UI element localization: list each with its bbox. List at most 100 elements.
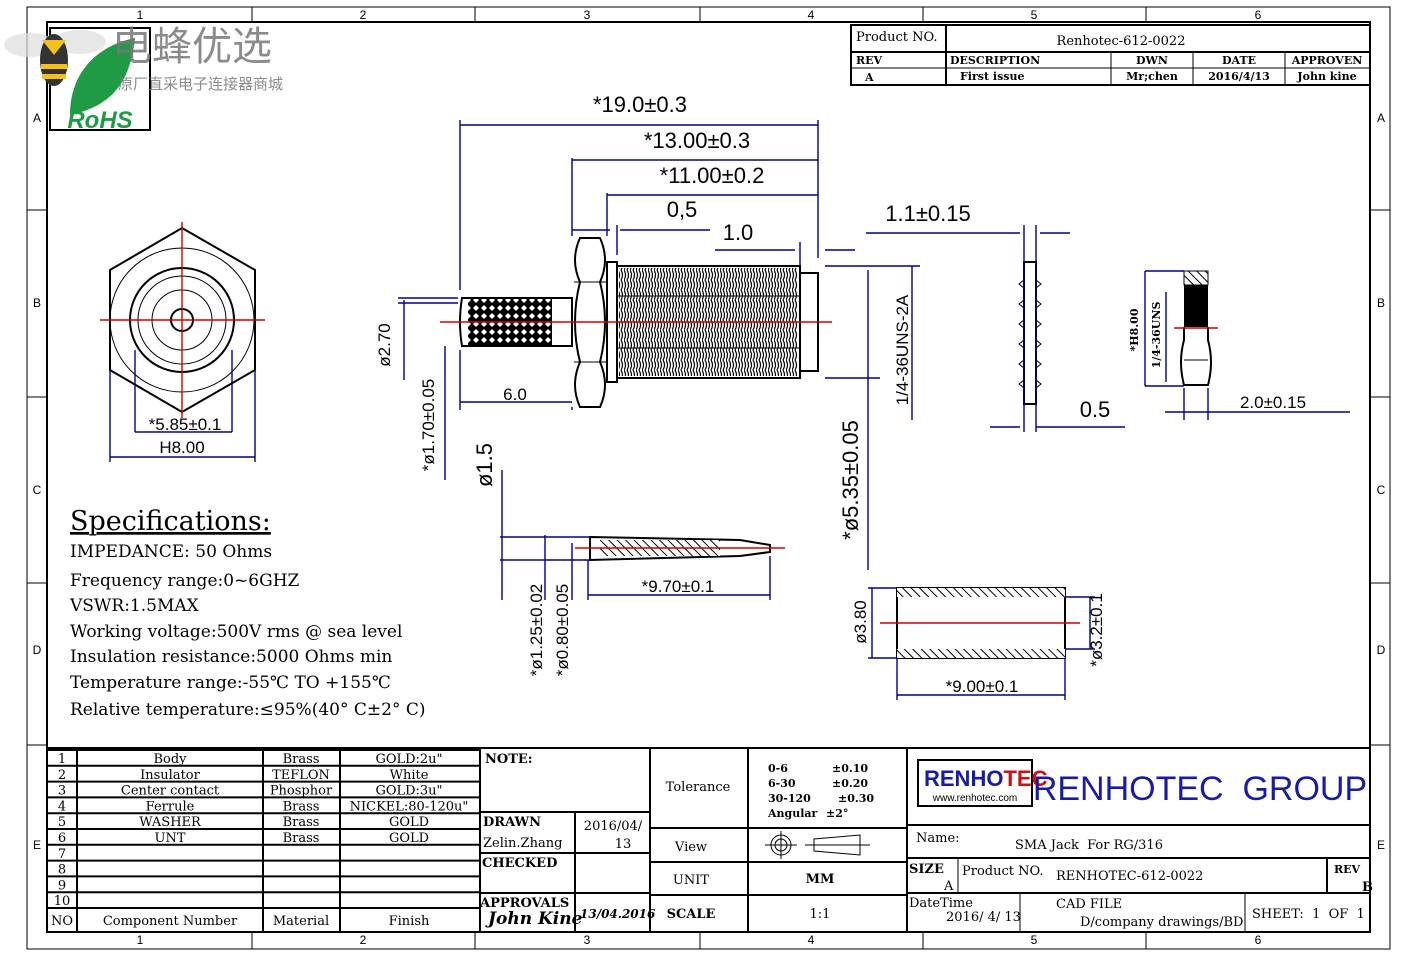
watermark: RoHS 电蜂优选 原厂直采电子连接器商城 [4,24,283,134]
col-label: 5 [1031,933,1038,947]
dim-ferrule-length-2: *9.00±0.1 [946,677,1019,696]
col-label: 1 [137,933,144,947]
bee-icon [40,34,68,86]
dim-contact-inner: *ø0.80±0.05 [553,584,572,677]
rev-header: REV [856,54,883,67]
name-label: Name: [916,831,960,846]
dim-contact-length: *9.70±0.1 [642,577,715,596]
spec-line: Frequency range:0~6GHZ [70,571,300,591]
drawn-date: 2016/04/ [584,819,643,834]
rohs-label: RoHS [67,107,132,134]
dim-thread-dia: *ø5.35±0.05 [838,420,863,540]
outer-border [26,6,1391,950]
row-label: B [1377,296,1385,310]
dim-front-hex: H8.00 [159,438,204,457]
dim-washer-thickness: 1.1±0.15 [885,201,970,226]
bom-component: Center contact [121,784,220,799]
col-label: 3 [584,8,591,22]
cad-file-label: CAD FILE [1056,897,1122,912]
note-label: NOTE: [485,752,533,767]
spec-line: Insulation resistance:5000 Ohms min [70,647,392,667]
rev-label: REV [1334,863,1361,876]
revision-block: Product NO. Renhotec-612-0022 REV DESCRI… [850,24,1371,86]
col-label: 2 [360,933,367,947]
col-label: 3 [584,933,591,947]
bom-no: 1 [58,752,66,767]
approven-header: APPROVEN [1291,54,1363,67]
row-label: A [33,111,41,125]
bom-row: 8 [58,863,66,878]
col-label: 5 [1031,8,1038,22]
description-value: First issue [960,70,1024,83]
dim-nut-thickness: 2.0±0.15 [1240,393,1306,412]
tolerance-range: 0-6 [768,762,788,775]
dim-washer-gap: 0.5 [1080,397,1111,422]
row-label: B [33,296,41,310]
watermark-brand: 电蜂优选 [112,24,272,70]
dim-thread-spec: 1/4-36UNS-2A [893,294,912,405]
logo-text: RENHOTEC [924,766,1048,791]
dim-ferrule-dia: ø2.70 [375,323,394,366]
col-label: 6 [1255,933,1262,947]
dim-thread-length: *11.00±0.2 [660,163,765,188]
bom-finish: NICKEL:80-120u" [350,799,469,814]
bom-finish: White [390,768,429,783]
bom-material: TEFLON [272,768,330,783]
bom-component: Ferrule [146,799,195,814]
product-no-value: Renhotec-612-0022 [1057,34,1186,49]
unit-value: MM [806,872,835,887]
bom-component: UNT [154,831,185,846]
bom-no: 6 [58,831,66,846]
size-label: SIZE [909,862,944,877]
bom-material: Brass [283,752,320,767]
tolerance-range: 6-30 [768,777,796,790]
dimension-lines [398,120,1125,570]
dim-ferrule-inner: *ø3.2±0.1 [1087,593,1106,667]
tolerance-value: ±0.10 [832,762,868,775]
side-view [440,237,832,408]
dim-ferrule-outer: ø3.80 [851,600,870,643]
tolerance-label: Tolerance [666,780,731,795]
product-no-label: Product NO. [856,30,938,45]
unit-label: UNIT [673,873,709,888]
dim-front-dia: *5.85±0.1 [149,415,222,434]
scale-label: SCALE [667,907,716,922]
description-header: DESCRIPTION [950,54,1040,67]
dim-contact-outer: *ø1.25±0.02 [527,584,546,677]
col-label: 4 [808,933,815,947]
rev-value: B [1362,880,1373,895]
tolerance-value: ±0.30 [838,792,874,805]
bom-row: 10 [54,894,71,909]
dimension-labels: *19.0±0.3 *13.00±0.3 *11.00±0.2 0,5 1.0 … [149,92,1306,696]
dim-tip: 1.0 [723,220,754,245]
company-block: RENHOTEC www.renhotec.com RENHOTEC GROUP… [907,759,1373,932]
approvals-date: 13/04.2016 [580,907,656,921]
sheet-label: SHEET: 1 OF 1 [1252,907,1365,922]
bom-no: 9 [58,878,66,893]
dim-overall-length: *19.0±0.3 [593,92,687,117]
bom-header: NO [51,914,73,929]
spec-line: Temperature range:-55℃ TO +155℃ [70,673,391,693]
bom-component: Insulator [140,768,201,783]
bom-finish: GOLD:3u" [375,784,442,799]
dwn-value: Mr;chen [1126,70,1178,83]
approven-value: John kine [1296,70,1356,83]
specifications: Specifications: IMPEDANCE: 50 Ohms Frequ… [69,506,426,720]
drawn-date-day: 13 [615,837,632,852]
watermark-tagline: 原厂直采电子连接器商城 [118,75,283,93]
row-label: A [1377,111,1385,125]
bom-no: 3 [58,784,66,799]
front-view [100,222,265,462]
col-label: 4 [808,8,815,22]
approvals-label: APPROVALS [479,896,569,911]
washer-view [1018,225,1042,432]
nut-view [1144,270,1350,420]
bom-material: Brass [283,815,320,830]
leaf-icon [70,38,135,115]
bom-no: 8 [58,863,66,878]
tolerance-block: Tolerance 0-6 ±0.10 6-30 ±0.20 30-120 ±0… [650,762,907,922]
